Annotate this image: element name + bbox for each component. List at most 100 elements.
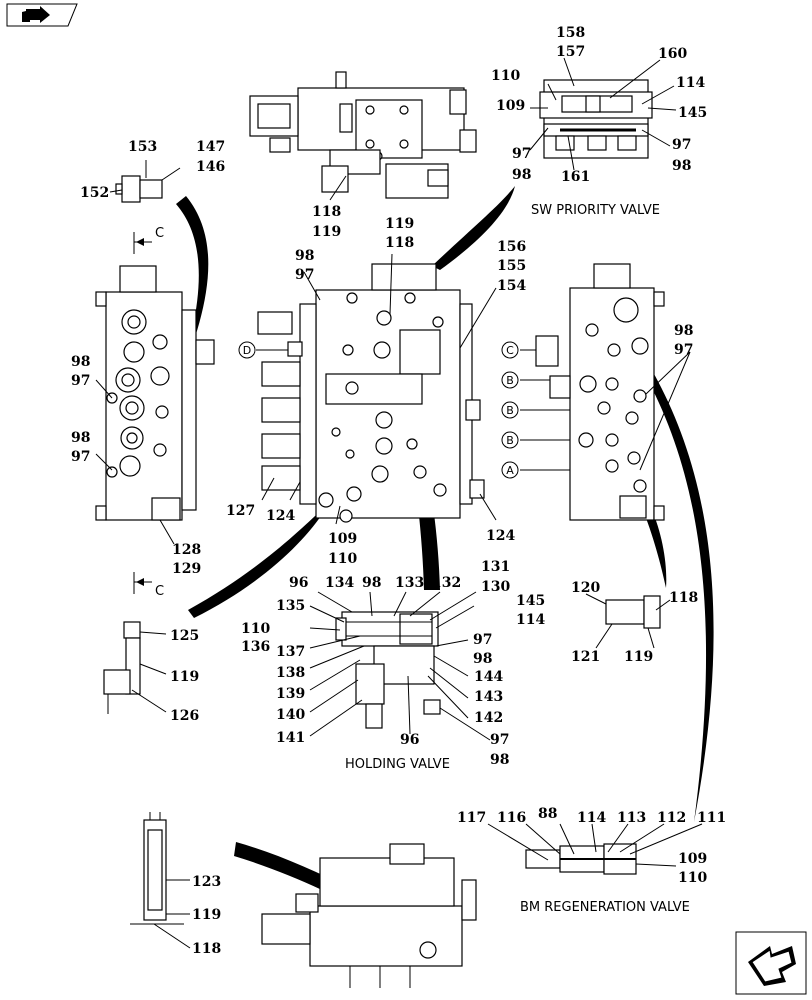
part-number: 98 [362, 575, 381, 591]
part-number: 119 [312, 224, 341, 240]
part-number: 114 [516, 612, 545, 628]
vertical-valve-123 [130, 812, 191, 949]
part-number: 125 [170, 628, 199, 644]
part-number: 98 [295, 248, 314, 264]
part-number: 113 [617, 810, 646, 826]
part-number: 109 [496, 98, 525, 114]
caption-sw-priority: SW PRIORITY VALVE [531, 203, 660, 218]
part-number: 141 [276, 730, 305, 746]
part-number: 97 [71, 373, 90, 389]
svg-text:B: B [506, 374, 514, 387]
part-number: 116 [497, 810, 526, 826]
part-number: 111 [697, 810, 726, 826]
circled-ref-d: D [238, 341, 256, 359]
part-number: 117 [457, 810, 486, 826]
part-number: 97 [295, 267, 314, 283]
part-number: 97 [674, 342, 693, 358]
part-number: 124 [266, 508, 295, 524]
part-number: 133 [395, 575, 424, 591]
part-number: 110 [328, 551, 357, 567]
part-number: 119 [385, 216, 414, 232]
part-number: 139 [276, 686, 305, 702]
circled-ref-a: A [501, 461, 519, 479]
part-number: 118 [312, 204, 341, 220]
part-number: 114 [577, 810, 606, 826]
part-number: 98 [490, 752, 509, 768]
section-mark-bottom [133, 572, 152, 594]
part-number: 118 [669, 590, 698, 606]
part-number: 157 [556, 44, 585, 60]
part-number: 110 [678, 870, 707, 886]
circled-ref-b2: B [501, 401, 519, 419]
part-number: 128 [172, 542, 201, 558]
part-number: 98 [672, 158, 691, 174]
part-number: 110 [491, 68, 520, 84]
part-number: 135 [276, 598, 305, 614]
part-number: 152 [80, 185, 109, 201]
small-valve-120 [585, 593, 671, 649]
section-mark-top [133, 232, 152, 254]
part-number: 126 [170, 708, 199, 724]
part-number: 134 [325, 575, 354, 591]
part-number: 121 [571, 649, 600, 665]
part-number: 132 [432, 575, 461, 591]
circled-ref-b3: B [501, 431, 519, 449]
part-number: 160 [658, 46, 687, 62]
part-number: 129 [172, 561, 201, 577]
part-number: 88 [538, 806, 557, 822]
part-number: 146 [196, 159, 225, 175]
part-number: 154 [497, 278, 526, 294]
part-number: 144 [474, 669, 503, 685]
part-number: 97 [490, 732, 509, 748]
caption-bm-regeneration: BM REGENERATION VALVE [520, 900, 690, 915]
sw-priority-valve [529, 57, 677, 171]
bottom-valve-view [261, 843, 477, 988]
bm-regeneration-valve [487, 823, 703, 875]
part-number: 145 [678, 105, 707, 121]
section-mark-bottom-label: C [155, 584, 164, 599]
left-side-view [95, 265, 215, 545]
part-number: 143 [474, 689, 503, 705]
part-number: 119 [170, 669, 199, 685]
part-number: 136 [241, 639, 270, 655]
svg-text:D: D [243, 344, 251, 357]
holding-valve [309, 591, 491, 741]
part-number: 97 [71, 449, 90, 465]
part-number: 140 [276, 707, 305, 723]
part-number: 131 [481, 559, 510, 575]
part-number: 118 [192, 941, 221, 957]
part-number: 97 [672, 137, 691, 153]
next-page-arrow-icon[interactable] [735, 931, 807, 995]
part-number: 147 [196, 139, 225, 155]
part-number: 109 [678, 851, 707, 867]
part-number: 161 [561, 169, 590, 185]
part-number: 98 [512, 167, 531, 183]
part-number: 96 [289, 575, 308, 591]
part-number: 119 [624, 649, 653, 665]
main-front-view [257, 253, 497, 525]
svg-text:B: B [506, 434, 514, 447]
caption-holding: HOLDING VALVE [345, 757, 450, 772]
part-number: 98 [473, 651, 492, 667]
book-arrow-icon[interactable] [6, 3, 78, 27]
plug-152 [109, 160, 181, 203]
part-number: 98 [71, 430, 90, 446]
part-number: 155 [497, 258, 526, 274]
part-number: 97 [473, 632, 492, 648]
part-number: 112 [657, 810, 686, 826]
top-valve-assembly [249, 71, 477, 201]
part-number: 123 [192, 874, 221, 890]
part-number: 124 [486, 528, 515, 544]
part-number: 96 [400, 732, 419, 748]
part-number: 110 [241, 621, 270, 637]
part-number: 119 [192, 907, 221, 923]
part-number: 114 [676, 75, 705, 91]
section-mark-top-label: C [155, 226, 164, 241]
part-number: 120 [571, 580, 600, 596]
part-number: 138 [276, 665, 305, 681]
part-number: 118 [385, 235, 414, 251]
part-number: 145 [516, 593, 545, 609]
part-number: 130 [481, 579, 510, 595]
